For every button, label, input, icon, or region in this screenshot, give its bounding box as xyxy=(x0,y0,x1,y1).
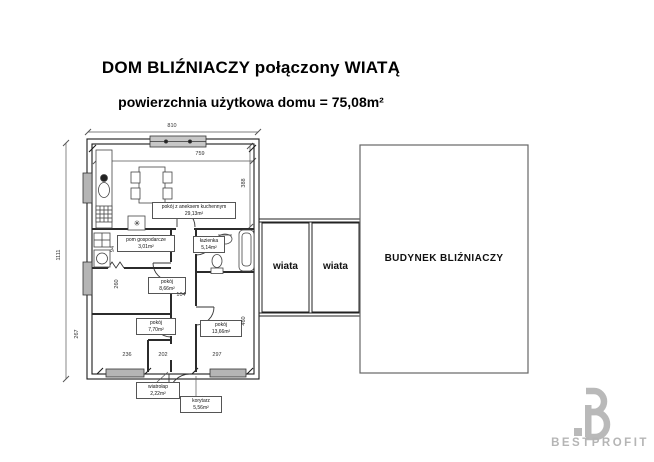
dim-corridor-width: 104 xyxy=(176,292,186,298)
dim-room770-width: 236 xyxy=(122,352,132,358)
dim-room1366-width: 297 xyxy=(212,352,222,358)
windows xyxy=(82,135,247,378)
dim-overall-height: 1111 xyxy=(56,249,62,261)
dim-living-width: 759 xyxy=(195,151,205,157)
carport-left-box xyxy=(261,222,310,313)
dim-overall-width: 810 xyxy=(167,123,177,129)
kitchen-furniture xyxy=(95,149,173,231)
twin-building-outline xyxy=(359,144,529,374)
chair xyxy=(162,171,173,184)
carport-right-label: wiata xyxy=(322,261,348,272)
chair xyxy=(130,171,141,184)
page-title: DOM BLIŹNIACZY połączony WIATĄ xyxy=(101,58,401,77)
page-subtitle: powierzchnia użytkowa domu = 75,08m² xyxy=(118,94,384,110)
bathroom-fixtures xyxy=(210,229,255,274)
carport-left-label: wiata xyxy=(272,261,298,272)
toilet xyxy=(211,254,223,268)
dim-hall-width: 202 xyxy=(158,352,168,358)
bestprofit-logo-icon xyxy=(574,387,611,441)
dim-utility-door: 94 xyxy=(110,245,116,253)
leader-lines xyxy=(156,371,197,396)
dining-table xyxy=(138,166,166,204)
utility-fixtures xyxy=(93,232,111,268)
furnace-box xyxy=(127,215,146,231)
chair xyxy=(162,187,173,200)
dim-living-height: 388 xyxy=(241,178,247,188)
bestprofit-logo-text: BESTPROFIT xyxy=(551,437,649,449)
dim-room1366-height: 460 xyxy=(241,316,247,326)
exterior-walls xyxy=(86,138,260,380)
carport-right-box xyxy=(311,222,360,313)
dim-room866-height: 260 xyxy=(114,279,120,289)
kitchen-sink xyxy=(98,182,110,198)
carport-outlines xyxy=(259,218,360,317)
faucet xyxy=(100,174,108,182)
twin-building-label: BUDYNEK BLIŹNIACZY xyxy=(384,253,504,264)
dim-room770-height: 267 xyxy=(74,329,80,339)
furnace-symbol: ✳ xyxy=(133,219,141,228)
chair xyxy=(130,187,141,200)
